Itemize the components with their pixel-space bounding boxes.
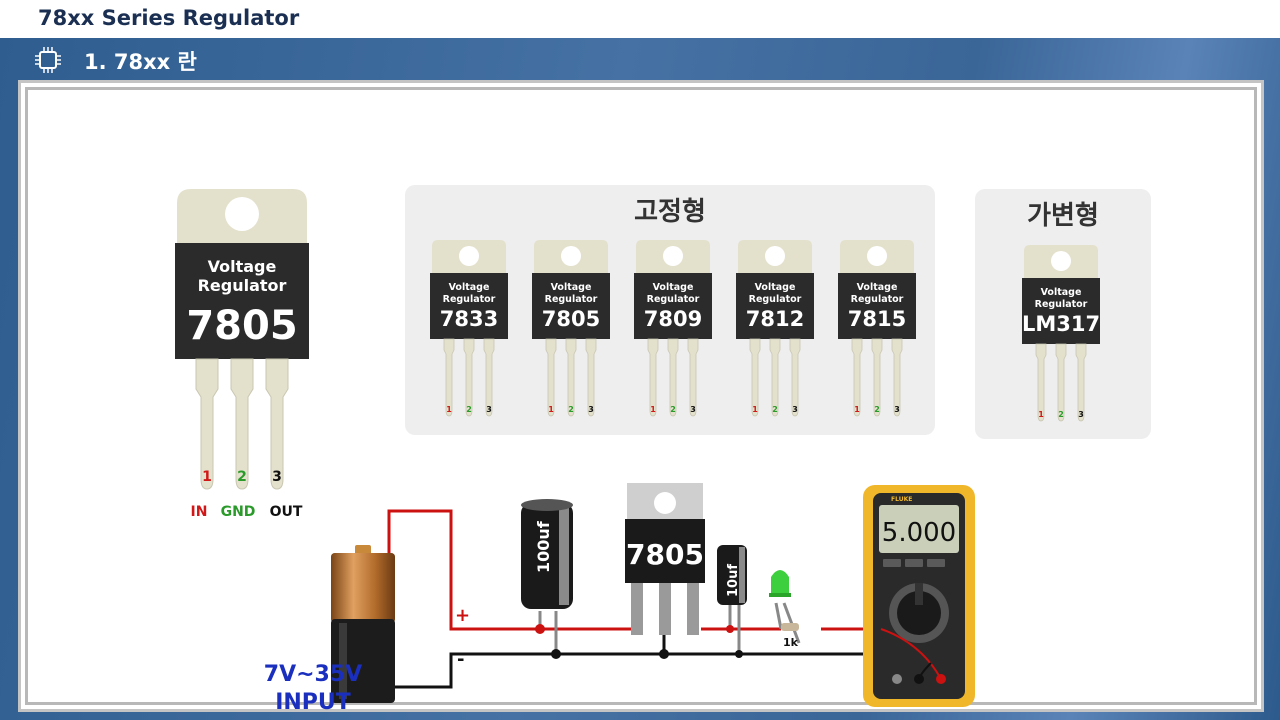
main-pin1: 1 bbox=[202, 469, 212, 485]
reg-part: 7805 bbox=[542, 307, 600, 331]
multimeter: FLUKE 5.000 bbox=[863, 485, 975, 707]
meter-brand: FLUKE bbox=[891, 496, 912, 503]
input-voltage-label: 7V~35V INPUT bbox=[253, 661, 373, 717]
wire-led bbox=[774, 602, 783, 630]
slide-frame: 1. 78xx 란 Voltage Regulator 7805 1 2 3 I… bbox=[0, 38, 1280, 720]
reg-line1: Voltage bbox=[551, 282, 592, 293]
resistor-label: 1k bbox=[783, 636, 799, 649]
reg-line2: Regulator bbox=[851, 294, 904, 305]
reg-part: 7833 bbox=[440, 307, 498, 331]
pin-number: 3 bbox=[588, 405, 594, 414]
pin-number: 2 bbox=[670, 405, 676, 414]
led bbox=[769, 570, 791, 597]
reg-line1: Voltage bbox=[449, 282, 490, 293]
pin-label-gnd: GND bbox=[221, 504, 256, 520]
resistor bbox=[781, 623, 799, 631]
content-panel: Voltage Regulator 7805 1 2 3 IN GND OUT … bbox=[18, 80, 1264, 715]
page-title: 78xx Series Regulator bbox=[38, 6, 300, 30]
plus-sign: + bbox=[455, 605, 470, 626]
reg-part: 7809 bbox=[644, 307, 702, 331]
pin-label-in: IN bbox=[191, 504, 208, 520]
pin-label-out: OUT bbox=[270, 504, 303, 520]
pin-number: 2 bbox=[568, 405, 574, 414]
cap-out-label: 10uf bbox=[726, 564, 741, 597]
pin-number: 3 bbox=[792, 405, 798, 414]
circuit-reg-label: 7805 bbox=[626, 538, 704, 571]
pin-number: 2 bbox=[466, 405, 472, 414]
circuit-regulator: 7805 bbox=[625, 483, 705, 635]
pin-number: 1 bbox=[854, 405, 860, 414]
battery bbox=[331, 545, 395, 703]
main-regulator: Voltage Regulator 7805 1 2 3 IN GND OUT bbox=[175, 189, 309, 520]
reg-line1: Voltage bbox=[1041, 287, 1082, 298]
pin-number: 2 bbox=[874, 405, 880, 414]
input-capacitor: 100uf bbox=[521, 499, 573, 609]
reg-line1: Voltage bbox=[755, 282, 796, 293]
reg-line1: Voltage bbox=[653, 282, 694, 293]
reg-line2: Regulator bbox=[1035, 299, 1088, 310]
pin-number: 3 bbox=[690, 405, 696, 414]
meter-reading: 5.000 bbox=[882, 518, 956, 548]
reg-line2: Regulator bbox=[443, 294, 496, 305]
pin-number: 3 bbox=[1078, 410, 1084, 419]
circuit-diagram: + - 100uf 7805 bbox=[331, 483, 975, 707]
pin-number: 2 bbox=[1058, 410, 1064, 419]
pin-number: 3 bbox=[894, 405, 900, 414]
pin-number: 1 bbox=[752, 405, 758, 414]
pin-number: 3 bbox=[486, 405, 492, 414]
variable-group-title: 가변형 bbox=[1027, 201, 1099, 231]
reg-line2: Regulator bbox=[647, 294, 700, 305]
minus-sign: - bbox=[457, 649, 464, 670]
pin-number: 1 bbox=[1038, 410, 1044, 419]
main-reg-line2: Regulator bbox=[198, 276, 287, 295]
main-reg-part: 7805 bbox=[186, 303, 297, 349]
reg-part: 7812 bbox=[746, 307, 804, 331]
pin-number: 1 bbox=[446, 405, 452, 414]
chip-icon bbox=[35, 47, 61, 73]
wire-positive bbox=[387, 509, 633, 631]
output-capacitor: 10uf bbox=[717, 545, 747, 605]
main-pin2: 2 bbox=[237, 469, 247, 485]
pin-number: 1 bbox=[548, 405, 554, 414]
reg-line2: Regulator bbox=[749, 294, 802, 305]
input-voltage-caption: INPUT bbox=[275, 690, 351, 715]
fixed-group-title: 고정형 bbox=[634, 197, 706, 227]
reg-line2: Regulator bbox=[545, 294, 598, 305]
wire-negative bbox=[387, 652, 821, 689]
main-reg-line1: Voltage bbox=[208, 257, 277, 276]
reg-part: LM317 bbox=[1022, 312, 1100, 336]
cap-in-label: 100uf bbox=[534, 520, 553, 573]
section-title: 1. 78xx 란 bbox=[84, 50, 197, 74]
reg-line1: Voltage bbox=[857, 282, 898, 293]
pin-number: 2 bbox=[772, 405, 778, 414]
main-pin3: 3 bbox=[272, 469, 282, 485]
pin-number: 1 bbox=[650, 405, 656, 414]
input-voltage-range: 7V~35V bbox=[263, 662, 363, 687]
section-bar: 1. 78xx 란 bbox=[0, 38, 1280, 80]
reg-part: 7815 bbox=[848, 307, 906, 331]
